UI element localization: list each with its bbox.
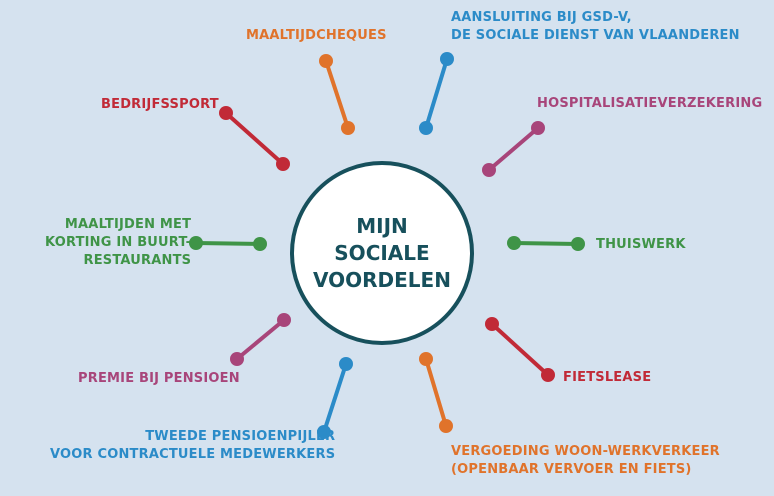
spoke-dot-outer-maaltijdcheques [319, 54, 333, 68]
spoke-dot-outer-tweede-pensioenpijler [339, 357, 353, 371]
spoke-dot-inner-premie-pensioen [277, 313, 291, 327]
benefit-label-maaltijdcheques: MAALTIJDCHEQUES [246, 28, 387, 43]
spoke-dot-inner-hospitalisatie [482, 163, 496, 177]
spoke-line-premie-pensioen [235, 318, 286, 361]
spoke-line-tweede-pensioenpijler [322, 362, 348, 434]
spoke-line-bedrijfssport [224, 111, 285, 166]
spoke-dot-outer-gsd-v [440, 52, 454, 66]
spoke-dot-inner-tweede-pensioenpijler [317, 425, 331, 439]
benefit-label-gsd-v: AANSLUITING BIJ GSD-V, DE SOCIALE DIENST… [451, 10, 740, 43]
spoke-dot-outer-premie-pensioen [230, 352, 244, 366]
center-title: MIJN SOCIALE VOORDELEN [313, 213, 451, 292]
spoke-dot-outer-bedrijfssport [219, 106, 233, 120]
benefit-label-hospitalisatieverzekering: HOSPITALISATIEVERZEKERING [537, 96, 763, 111]
spoke-dot-outer-fietslease [541, 368, 555, 382]
spoke-dot-inner-maaltijdcheques [341, 121, 355, 135]
spoke-line-hospitalisatie [487, 126, 540, 172]
spoke-dot-inner-maaltijden [253, 237, 267, 251]
spoke-dot-outer-thuiswerk [571, 237, 585, 251]
spoke-dot-outer-hospitalisatie [531, 121, 545, 135]
benefit-label-bedrijfssport: BEDRIJFSSPORT [101, 97, 219, 112]
center-circle: MIJN SOCIALE VOORDELEN [290, 161, 474, 345]
spoke-line-fietslease [490, 322, 550, 377]
spoke-dot-inner-thuiswerk [507, 236, 521, 250]
spoke-dot-outer-maaltijden [189, 236, 203, 250]
spoke-dot-inner-gsd-v [419, 121, 433, 135]
benefit-label-premie-bij-pensioen: PREMIE BIJ PENSIOEN [78, 371, 240, 386]
spoke-dot-outer-woon-werkverkeer [419, 352, 433, 366]
benefit-label-maaltijden-met-korting: MAALTIJDEN MET KORTING IN BUURT- RESTAUR… [45, 217, 192, 268]
spoke-line-maaltijdcheques [324, 59, 350, 130]
spoke-line-gsd-v [424, 57, 449, 130]
spoke-line-woon-werkverkeer [424, 357, 448, 428]
spoke-line-maaltijden [194, 241, 262, 246]
benefit-label-woon-werkverkeer: VERGOEDING WOON-WERKVERKEER (OPENBAAR VE… [451, 444, 720, 477]
spoke-dot-inner-fietslease [485, 317, 499, 331]
spoke-dot-inner-bedrijfssport [276, 157, 290, 171]
benefit-label-fietslease: FIETSLEASE [563, 370, 652, 385]
benefit-label-tweede-pensioenpijler: TWEEDE PENSIOENPIJLER VOOR CONTRACTUELE … [50, 429, 336, 462]
benefit-label-thuiswerk: THUISWERK [596, 237, 686, 252]
spoke-dot-inner-woon-werkverkeer [439, 419, 453, 433]
spoke-line-thuiswerk [512, 241, 580, 246]
